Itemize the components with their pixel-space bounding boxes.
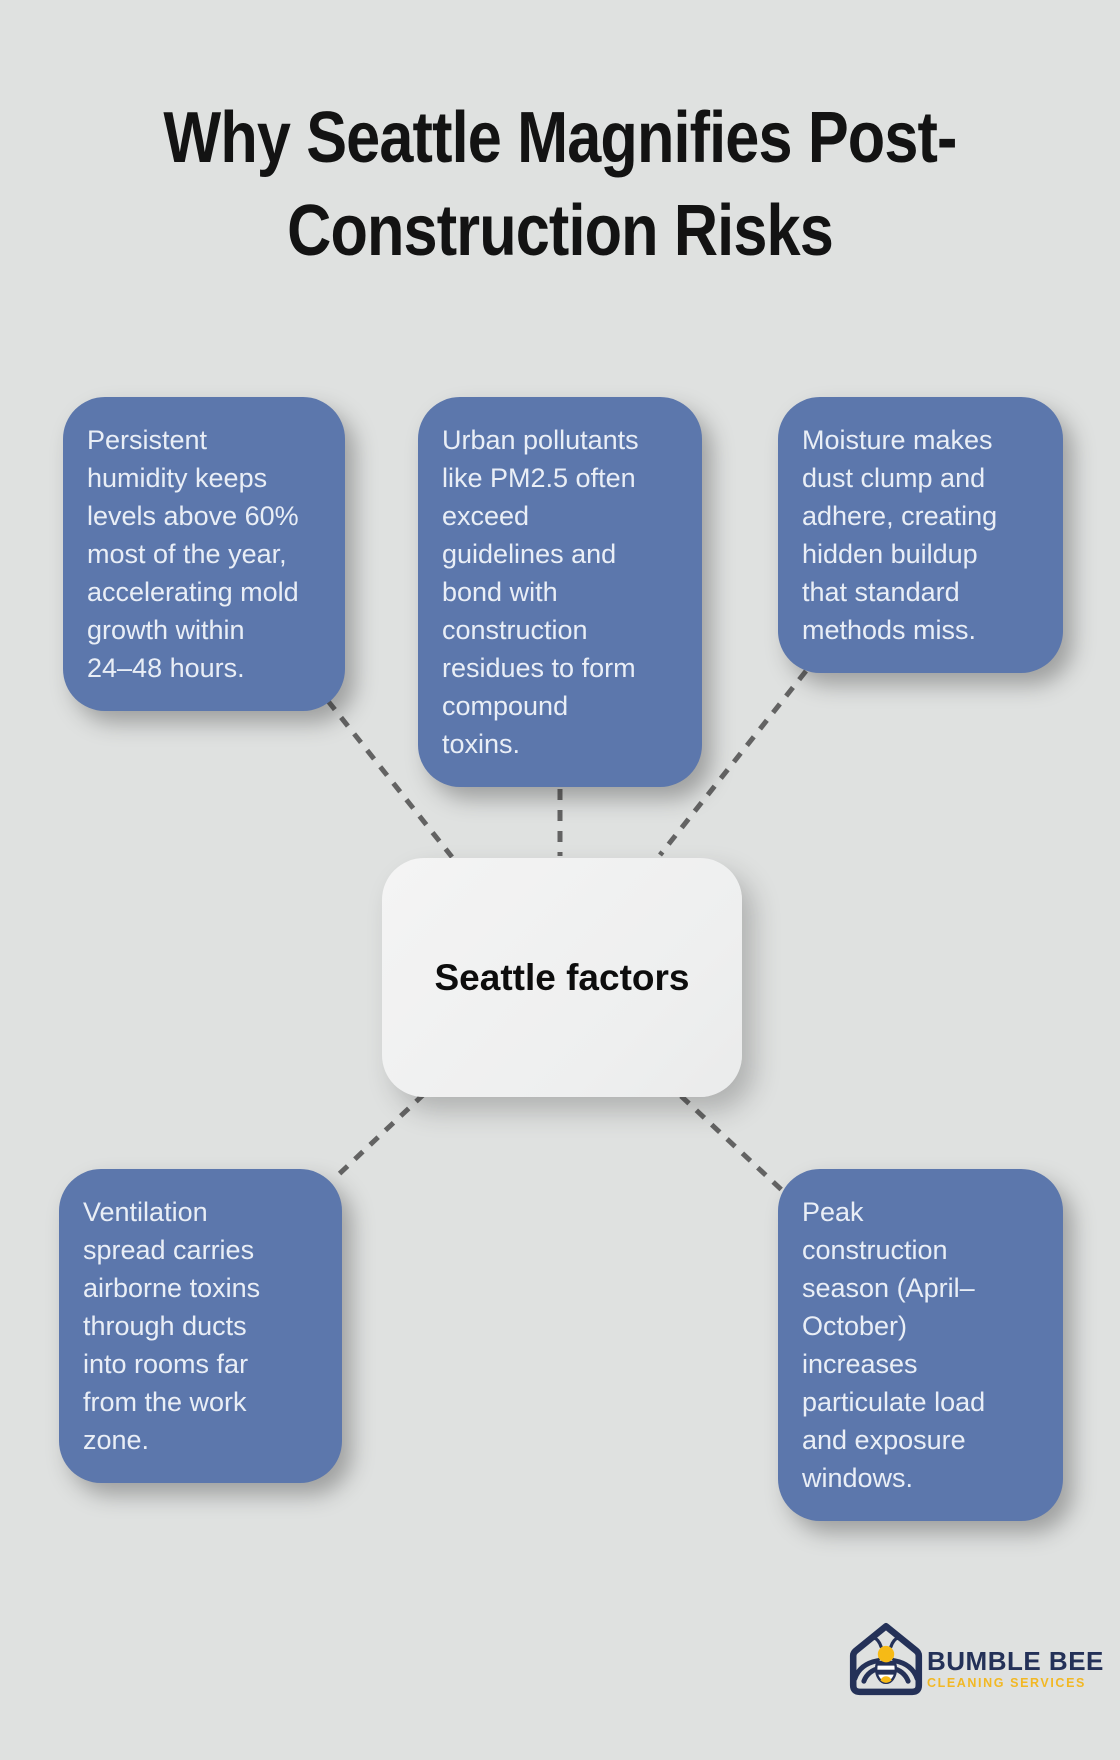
connector-moisture-line (658, 669, 808, 857)
factor-node-humidity: Persistent humidity keeps levels above 6… (63, 397, 345, 711)
center-node: Seattle factors (382, 858, 742, 1097)
brand-tagline: CLEANING SERVICES (927, 1676, 1086, 1690)
connector-ventilation-line (335, 1092, 426, 1178)
page-title-line2: Construction Risks (287, 190, 834, 271)
factor-node-season: Peak construction season (April– October… (778, 1169, 1063, 1521)
brand-name: BUMBLE BEE (927, 1646, 1104, 1676)
connector-season-line (679, 1094, 788, 1196)
factor-node-ventilation: Ventilation spread carries airborne toxi… (59, 1169, 342, 1483)
factor-node-pollutants: Urban pollutants like PM2.5 often exceed… (418, 397, 702, 787)
factor-node-moisture: Moisture makes dust clump and adhere, cr… (778, 397, 1063, 673)
page-title: Why Seattle Magnifies Post- Construction… (84, 92, 1036, 278)
center-node-label: Seattle factors (434, 956, 690, 998)
bumble-bee-logo: BUMBLE BEE CLEANING SERVICES (845, 1618, 1103, 1704)
bee-house-icon (849, 1622, 923, 1696)
page-title-line1: Why Seattle Magnifies Post- (163, 98, 957, 178)
